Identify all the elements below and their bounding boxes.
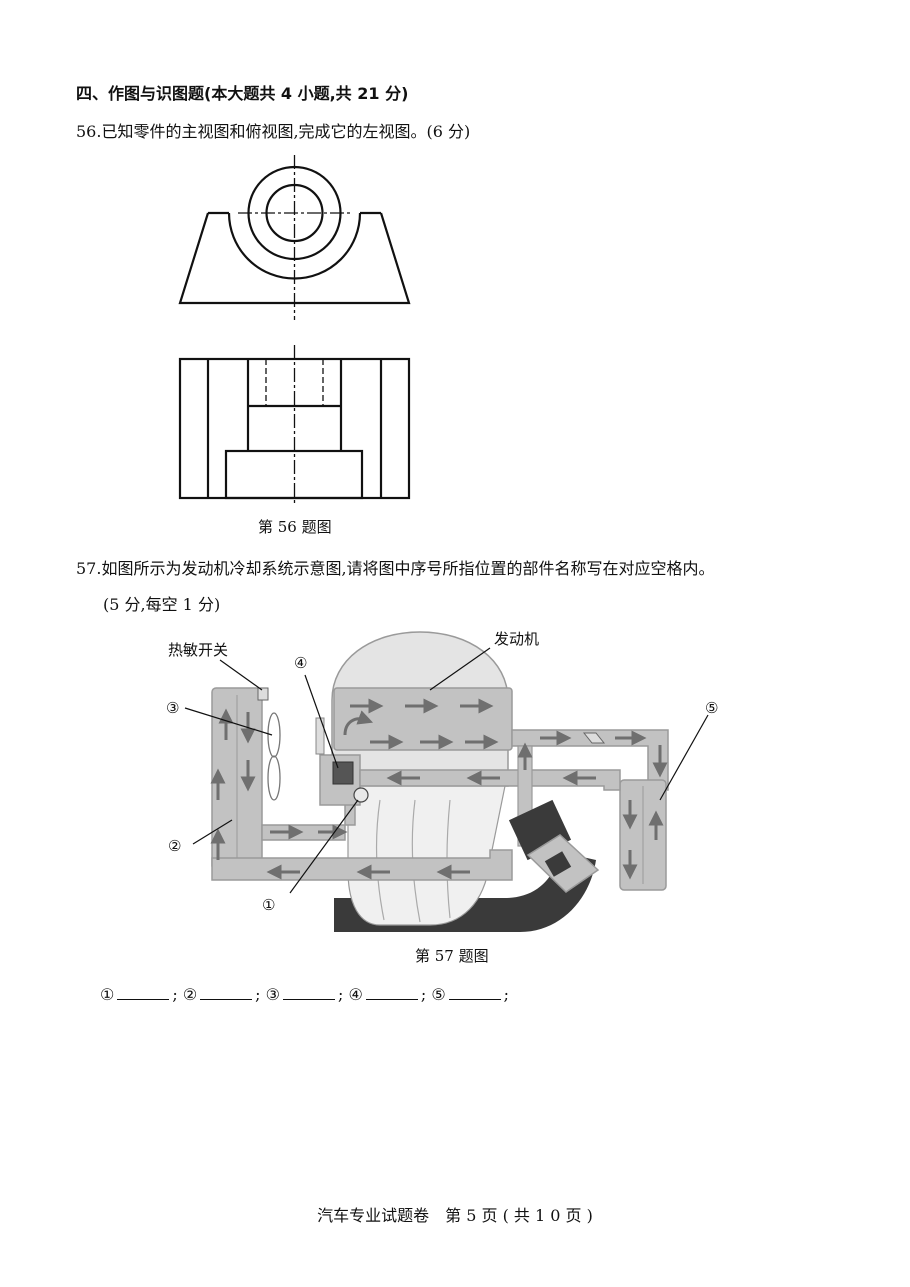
- answer-item-1: ①;: [100, 984, 178, 1004]
- heater-return-pipe: [359, 769, 621, 791]
- control-valve: [582, 732, 606, 744]
- answer-item-2: ②;: [182, 984, 261, 1004]
- question-56-text: 56.已知零件的主视图和俯视图,完成它的左视图。(6 分): [76, 122, 471, 141]
- question-57-score: (5 分,每空 1 分): [103, 595, 221, 614]
- figure-56-caption: 第 56 题图: [258, 518, 332, 536]
- label-thermo-switch: 热敏开关: [168, 641, 228, 659]
- fan: [267, 712, 281, 801]
- answer-blank-2[interactable]: [200, 984, 253, 1000]
- answer-blank-4[interactable]: [365, 984, 418, 1000]
- answer-blank-5[interactable]: [448, 984, 501, 1000]
- figure-56-drawing: [178, 155, 411, 505]
- label-engine: 发动机: [494, 630, 539, 648]
- answer-item-4: ④;: [348, 984, 427, 1004]
- answer-blank-1[interactable]: [117, 984, 170, 1000]
- answer-item-5: ⑤;: [431, 984, 510, 1004]
- question-57-text: 57.如图所示为发动机冷却系统示意图,请将图中序号所指位置的部件名称写在对应空格…: [76, 559, 715, 578]
- page-footer: 汽车专业试题卷 第 5 页 ( 共 1 0 页 ): [317, 1206, 593, 1225]
- label-num-1: ①: [262, 896, 275, 914]
- figure-57-diagram: 热敏开关 发动机 ④ ③ ⑤ ② ①: [166, 630, 718, 932]
- water-pump: [353, 787, 369, 803]
- answer-blank-3[interactable]: [283, 984, 335, 1000]
- figure-57-caption: 第 57 题图: [415, 947, 489, 965]
- thermostat: [332, 761, 354, 785]
- label-num-5: ⑤: [705, 699, 718, 717]
- throttle-body: [508, 799, 600, 893]
- section-title: 四、作图与识图题(本大题共 4 小题,共 21 分): [76, 84, 409, 103]
- thermo-switch-box: [257, 687, 269, 701]
- answer-blanks: ①; ②; ③; ④; ⑤;: [100, 984, 509, 1004]
- label-num-4: ④: [294, 654, 307, 672]
- label-num-2: ②: [168, 837, 181, 855]
- answer-item-3: ③;: [265, 984, 344, 1004]
- label-num-3: ③: [166, 699, 179, 717]
